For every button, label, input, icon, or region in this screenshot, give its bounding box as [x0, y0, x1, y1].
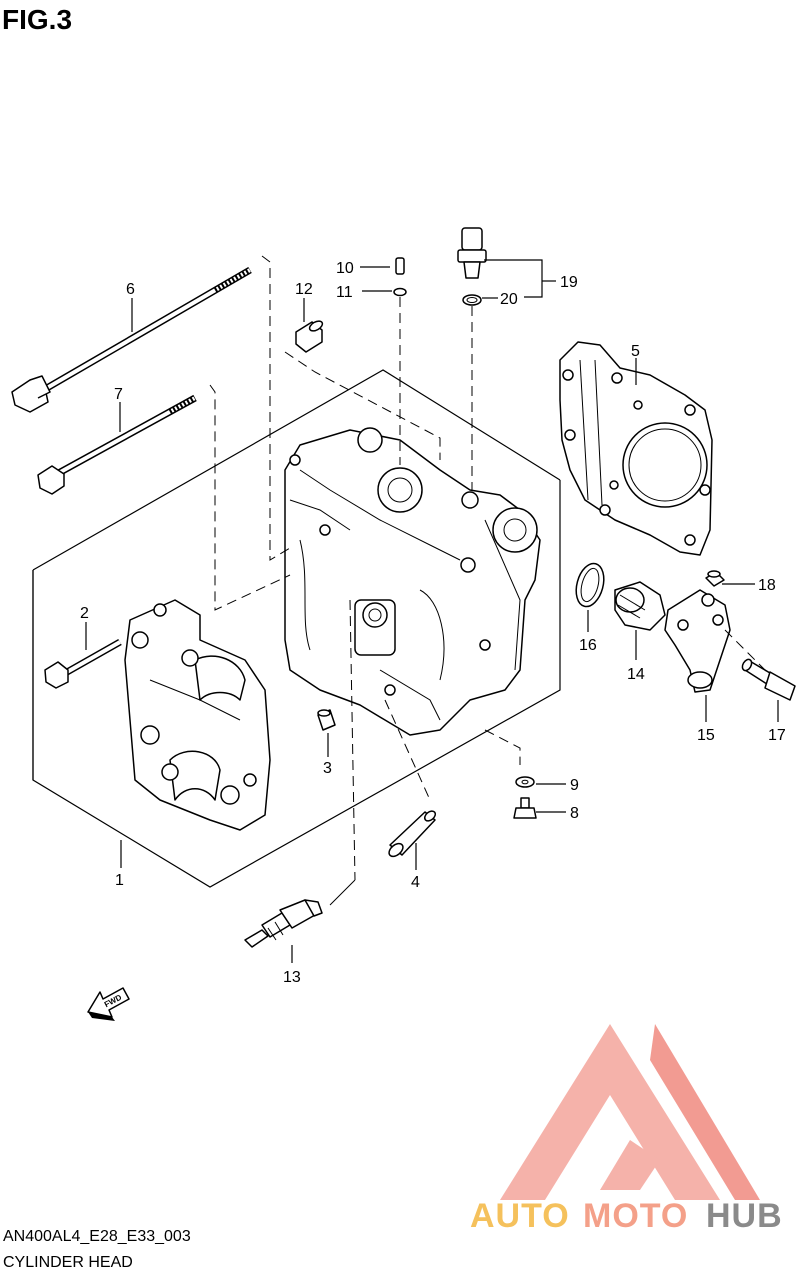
dowel-pin-12 [295, 320, 324, 353]
callout-3: 3 [323, 760, 332, 777]
callout-2: 2 [80, 605, 89, 622]
o-ring [575, 562, 605, 608]
bolt-2 [44, 638, 122, 689]
washer-9 [515, 776, 535, 788]
diagram-code: AN400AL4_E28_E33_003 [3, 1228, 191, 1245]
callout-20: 20 [500, 291, 518, 308]
callout-4: 4 [411, 874, 420, 891]
callout-18: 18 [758, 577, 776, 594]
hose-fitting [741, 658, 796, 701]
callout-16: 16 [579, 637, 597, 654]
bleed-fitting [393, 257, 407, 297]
reference-lines [209, 255, 771, 906]
callout-1: 1 [115, 872, 124, 889]
spark-plug [244, 899, 323, 948]
watermark-moto: MOTO [583, 1197, 688, 1235]
bleeder-bolt [705, 570, 725, 587]
thermostat [614, 581, 666, 631]
stud-bolt [37, 394, 197, 495]
callout-9: 9 [570, 777, 579, 794]
temperature-sensor [457, 227, 487, 306]
callout-10: 10 [336, 260, 354, 277]
callout-11: 11 [336, 284, 353, 301]
thermostat-housing [664, 589, 731, 693]
spark-plug-tube [388, 810, 437, 858]
leader-lines [85, 259, 779, 963]
callout-labels: 1 2 3 4 5 6 7 8 9 10 11 12 13 14 15 16 1… [80, 260, 786, 986]
assembly-frame [32, 369, 561, 888]
diagram-name: CYLINDER HEAD [3, 1254, 133, 1271]
watermark-auto: AUTO [470, 1197, 570, 1235]
callout-5: 5 [631, 343, 640, 360]
callout-13: 13 [283, 969, 301, 986]
callout-6: 6 [126, 281, 135, 298]
head-gasket [559, 341, 713, 556]
callout-15: 15 [697, 727, 715, 744]
callout-12: 12 [295, 281, 313, 298]
callout-8: 8 [570, 805, 579, 822]
bolt-8 [513, 797, 537, 819]
callout-17: 17 [768, 727, 786, 744]
watermark-hub: HUB [706, 1197, 783, 1235]
callout-14: 14 [627, 666, 645, 683]
watermark-logo [500, 1024, 760, 1200]
cam-holder [124, 599, 271, 831]
cylinder-head [284, 427, 541, 736]
dowel-pin-3 [317, 709, 336, 731]
watermark-wordmark: AUTO MOTO HUB [470, 1197, 783, 1235]
long-stud-bolt [11, 266, 252, 413]
callout-19: 19 [560, 274, 578, 291]
figure-title: FIG.3 [2, 4, 73, 35]
callout-7: 7 [114, 386, 123, 403]
fwd-arrow-icon: FWD [87, 987, 130, 1021]
